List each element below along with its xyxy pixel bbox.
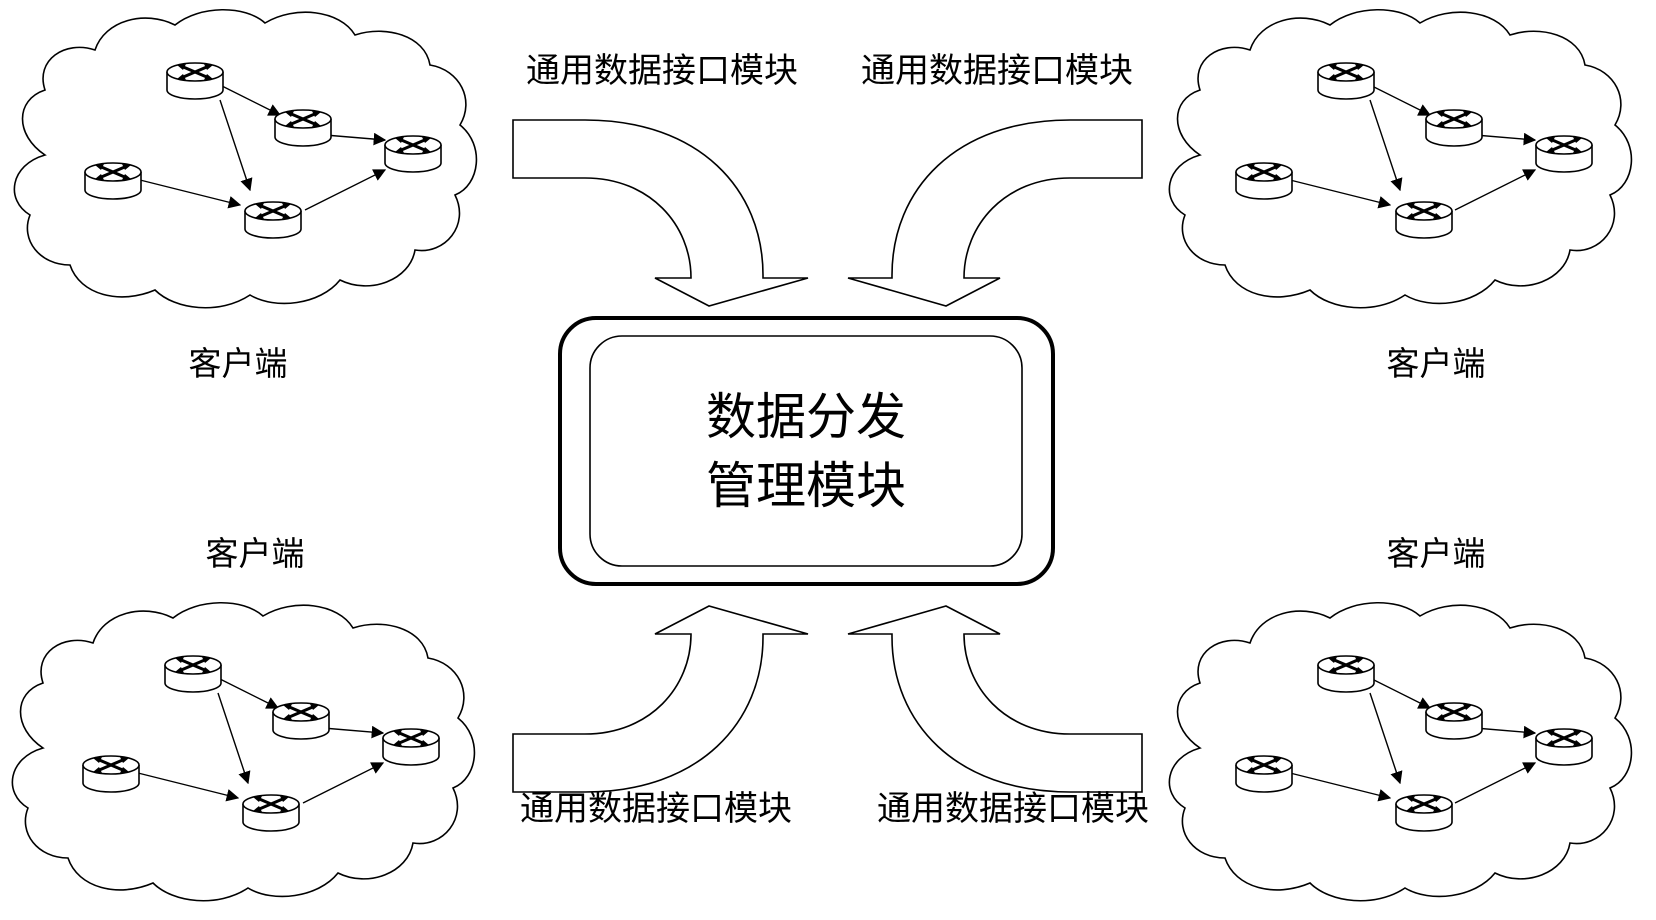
router-icon: [381, 727, 441, 767]
interface-arrow-top-left: [512, 119, 809, 307]
router-icon: [1394, 793, 1454, 833]
router-icon: [1316, 654, 1376, 694]
interface-arrow-bottom-right: [847, 605, 1143, 793]
client-label-top-right: 客户端: [1387, 344, 1486, 383]
client-cloud-bottom-right: [1168, 601, 1633, 902]
interface-label-bottom-right: 通用数据接口模块: [877, 789, 1149, 829]
router-icon: [273, 108, 333, 148]
router-icon: [163, 654, 223, 694]
router-icon: [81, 754, 141, 794]
router-icon: [83, 161, 143, 201]
router-icon: [1424, 701, 1484, 741]
router-icon: [1234, 161, 1294, 201]
interface-label-top-right: 通用数据接口模块: [861, 51, 1133, 91]
router-icon: [1234, 754, 1294, 794]
router-icon: [1534, 134, 1594, 174]
data-distribution-module: 数据分发 管理模块: [558, 316, 1055, 586]
interface-label-bottom-left: 通用数据接口模块: [520, 789, 792, 829]
interface-arrow-top-right: [847, 119, 1143, 307]
client-label-bottom-right: 客户端: [1387, 534, 1486, 573]
router-icon: [1316, 61, 1376, 101]
network-links: [1289, 677, 1537, 804]
router-icon: [1424, 108, 1484, 148]
client-label-top-left: 客户端: [189, 344, 288, 383]
client-cloud-bottom-left: [11, 601, 476, 902]
network-links: [139, 84, 387, 211]
client-cloud-top-right: [1168, 8, 1633, 309]
network-links: [137, 677, 385, 804]
router-icon: [383, 134, 443, 174]
router-icon: [243, 200, 303, 240]
center-module-title-line1: 数据分发: [706, 388, 906, 446]
router-icon: [271, 701, 331, 741]
router-icon: [241, 793, 301, 833]
center-module-title-line2: 管理模块: [706, 457, 906, 515]
client-cloud-top-left: [13, 8, 478, 309]
interface-label-top-left: 通用数据接口模块: [526, 51, 798, 91]
router-icon: [1534, 727, 1594, 767]
client-label-bottom-left: 客户端: [206, 534, 305, 573]
router-icon: [1394, 200, 1454, 240]
network-links: [1289, 84, 1537, 211]
interface-arrow-bottom-left: [512, 605, 809, 793]
router-icon: [165, 61, 225, 101]
